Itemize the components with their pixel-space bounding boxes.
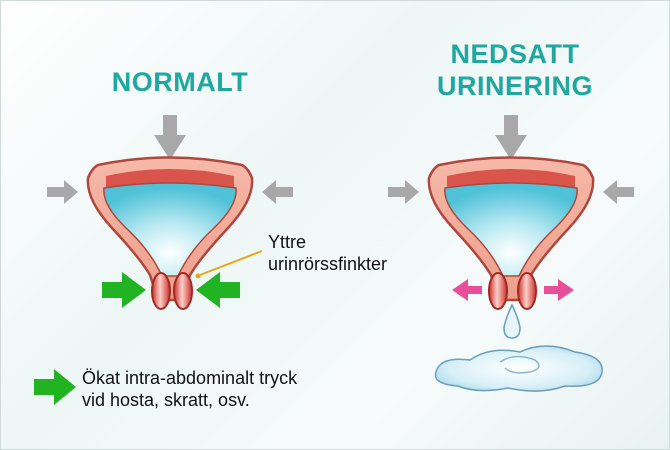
urine <box>444 182 578 277</box>
sphincter-left <box>151 272 171 310</box>
green-pressure-arrow-icon <box>196 272 240 308</box>
callout-line <box>199 250 263 276</box>
bladder-lining <box>106 169 234 188</box>
droplet-icon <box>503 303 521 339</box>
sphincter-right <box>173 272 193 310</box>
grey-pressure-arrow-icon <box>154 115 186 160</box>
green-pressure-arrow-icon <box>102 272 146 308</box>
legend-label: Ökat intra-abdominalt tryck vid hosta, s… <box>82 367 297 411</box>
green-pressure-arrow-icon <box>34 369 76 405</box>
grey-pressure-arrow-icon <box>262 180 293 204</box>
bladder-impaired <box>388 115 634 392</box>
urine <box>103 182 237 277</box>
grey-pressure-arrow-icon <box>388 180 419 204</box>
bladder-lining <box>447 169 575 188</box>
callout-label: Yttre urinrörssfinkter <box>268 231 387 275</box>
bladder-normal <box>47 115 293 310</box>
pink-leak-arrow-icon <box>452 279 482 301</box>
grey-pressure-arrow-icon <box>47 180 78 204</box>
title-impaired-line2: URINERING <box>436 71 593 101</box>
title-impaired: NEDSATT URINERING <box>420 38 610 102</box>
callout-line1: Yttre <box>268 232 307 252</box>
sphincter-left <box>488 272 508 310</box>
legend-line2: vid hosta, skratt, osv. <box>82 390 250 410</box>
grey-pressure-arrow-icon <box>495 115 527 160</box>
pink-leak-arrow-icon <box>544 279 574 301</box>
callout-line2: urinrörssfinkter <box>268 254 388 274</box>
puddle-icon <box>434 345 603 392</box>
title-impaired-line1: NEDSATT <box>450 39 580 69</box>
puddle-ripple <box>499 355 540 374</box>
title-normal: NORMALT <box>111 67 249 97</box>
callout-dot <box>195 273 201 279</box>
legend-line1: Ökat intra-abdominalt tryck <box>82 368 298 388</box>
sphincter-right <box>517 272 537 310</box>
grey-pressure-arrow-icon <box>603 180 634 204</box>
